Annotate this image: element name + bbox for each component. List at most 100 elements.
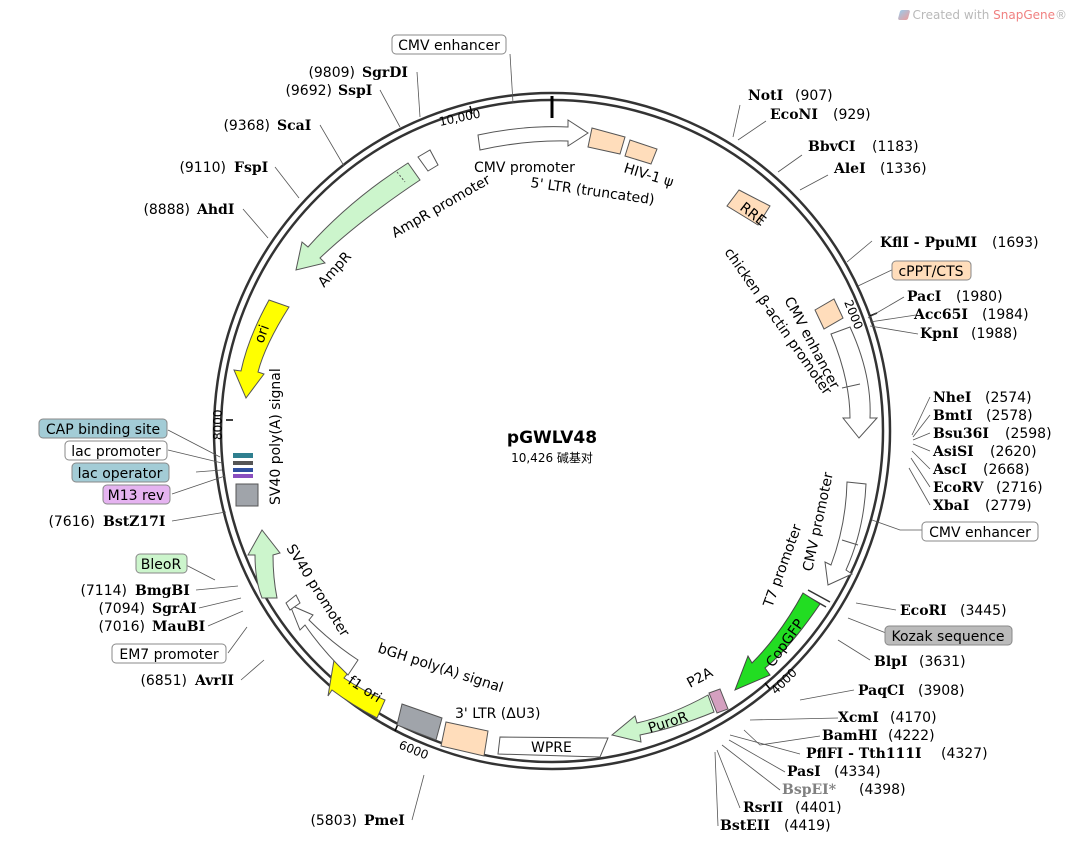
svg-text:lac operator: lac operator <box>78 466 163 482</box>
svg-text:AleI: AleI <box>833 161 866 177</box>
svg-text:EcoRI: EcoRI <box>900 603 947 619</box>
svg-text:(2574): (2574) <box>985 390 1032 406</box>
svg-text:PaqCI: PaqCI <box>858 683 905 699</box>
svg-text:EcoNI: EcoNI <box>770 107 818 123</box>
cmv-promoter-2-feature <box>824 481 867 586</box>
svg-text:AscI: AscI <box>932 462 967 478</box>
svg-text:(7016): (7016) <box>98 619 145 635</box>
svg-text:(3631): (3631) <box>919 654 966 670</box>
svg-text:(3908): (3908) <box>918 683 965 699</box>
leader-lines <box>167 53 931 827</box>
m13-rev-mark <box>233 474 253 478</box>
boxed-label-em7-promoter: EM7 promoter <box>111 643 227 664</box>
boxed-label-cap-binding-site: CAP binding site <box>38 418 168 439</box>
bgh-polya-label: bGH poly(A) signal <box>376 641 505 697</box>
site-kpni: KpnI(1988) <box>920 326 1018 342</box>
site-bsteii: BstEII(4419) <box>720 818 831 834</box>
cmv-promoter-label: CMV promoter <box>474 160 575 176</box>
sv40-polya-feature <box>235 483 259 507</box>
site-asisi: AsiSI (2620) <box>932 444 1037 460</box>
watermark-suffix: ® <box>1055 8 1067 22</box>
site-ecori: EcoRI (3445) <box>900 603 1007 619</box>
svg-text:(4334): (4334) <box>834 764 881 780</box>
wpre-feature <box>497 736 609 758</box>
svg-text:AvrII: AvrII <box>194 673 234 689</box>
site-sgrai: (7094)SgrAI <box>98 601 196 617</box>
svg-text:(2668): (2668) <box>983 462 1030 478</box>
boxed-label-cppt-cts: cPPT/CTS <box>891 260 972 281</box>
site-bsu36i: Bsu36I (2598) <box>933 426 1052 442</box>
site-bspei: BspEI*(4398) <box>782 782 906 798</box>
svg-text:CAP binding site: CAP binding site <box>46 422 160 438</box>
watermark-prefix: Created with <box>912 8 990 22</box>
svg-text:(4222): (4222) <box>888 728 935 744</box>
svg-text:PacI: PacI <box>907 289 941 305</box>
site-rsrii: RsrII (4401) <box>743 800 842 816</box>
svg-text:(5803): (5803) <box>310 813 357 829</box>
lac-promoter-mark <box>233 461 253 465</box>
site-acc65i: Acc65I(1984) <box>913 307 1029 323</box>
svg-text:(4419): (4419) <box>784 818 831 834</box>
svg-text:(2598): (2598) <box>1005 426 1052 442</box>
svg-text:PflFI - Tth111I: PflFI - Tth111I <box>806 746 922 762</box>
cap-binding-mark <box>233 453 253 458</box>
bleor-feature <box>247 529 281 599</box>
wpre-label: WPRE <box>531 740 572 756</box>
site-xcmi: XcmI(4170) <box>838 710 937 726</box>
svg-text:(2716): (2716) <box>996 480 1043 496</box>
svg-text:(4398): (4398) <box>859 782 906 798</box>
ltr3-label: 3' LTR (ΔU3) <box>455 706 540 722</box>
svg-text:SgrAI: SgrAI <box>152 601 197 617</box>
em7-promoter-feature <box>285 594 301 611</box>
ltr3-feature <box>440 721 489 757</box>
svg-text:Bsu36I: Bsu36I <box>933 426 989 442</box>
svg-text:(1183): (1183) <box>872 139 919 155</box>
svg-text:NotI: NotI <box>748 88 783 104</box>
site-bbvci: BbvCI (1183) <box>808 139 919 155</box>
puror-feature <box>610 694 715 743</box>
svg-text:(7616): (7616) <box>48 514 95 530</box>
site-bmgbi: (7114)BmgBI <box>80 583 189 599</box>
lac-operator-mark <box>233 468 253 472</box>
site-pflfi-tth111i: PflFI - Tth111I(4327) <box>806 746 988 762</box>
svg-text:MauBI: MauBI <box>152 619 205 635</box>
svg-text:PmeI: PmeI <box>364 813 405 829</box>
svg-text:(3445): (3445) <box>960 603 1007 619</box>
cmv-promoter-feature <box>477 119 589 151</box>
svg-text:KflI - PpuMI: KflI - PpuMI <box>880 235 977 251</box>
ampr-feature <box>295 162 421 271</box>
p2a-label: P2A <box>684 665 716 692</box>
tick-label-6000: 6000 <box>397 738 431 762</box>
site-alei: AleI(1336) <box>833 161 927 177</box>
svg-text:(1984): (1984) <box>982 307 1029 323</box>
site-bstz17i: (7616)BstZ17I <box>48 514 165 530</box>
rre-feature <box>726 189 771 226</box>
svg-text:(4401): (4401) <box>795 800 842 816</box>
bgh-polya-feature <box>396 703 443 741</box>
svg-text:CMV enhancer: CMV enhancer <box>929 525 1031 541</box>
boxed-label-kozak: Kozak sequence <box>884 625 1013 646</box>
tick-label-2000: 2000 <box>841 298 865 332</box>
watermark-brand: SnapGene <box>993 8 1055 22</box>
site-bmti: BmtI(2578) <box>933 408 1033 424</box>
svg-text:BbvCI: BbvCI <box>808 139 855 155</box>
site-pasi: PasI(4334) <box>787 764 881 780</box>
plasmid-name: pGWLV48 <box>507 428 597 448</box>
svg-text:Kozak sequence: Kozak sequence <box>892 629 1005 645</box>
site-avrii: (6851)AvrII <box>140 673 233 689</box>
svg-text:RsrII: RsrII <box>743 800 783 816</box>
svg-text:KpnI: KpnI <box>920 326 959 342</box>
boxed-label-lac-operator: lac operator <box>71 462 170 483</box>
svg-text:(9809): (9809) <box>308 65 355 81</box>
svg-text:(2620): (2620) <box>990 444 1037 460</box>
svg-text:M13 rev: M13 rev <box>108 488 165 504</box>
svg-text:(907): (907) <box>795 88 833 104</box>
svg-text:EcoRV: EcoRV <box>933 480 985 496</box>
site-bamhi: BamHI(4222) <box>822 728 935 744</box>
svg-text:AsiSI: AsiSI <box>932 444 974 460</box>
site-asci: AscI (2668) <box>932 462 1030 478</box>
svg-text:BmtI: BmtI <box>933 408 973 424</box>
p2a-feature <box>708 688 729 714</box>
svg-text:EM7 promoter: EM7 promoter <box>119 647 218 663</box>
